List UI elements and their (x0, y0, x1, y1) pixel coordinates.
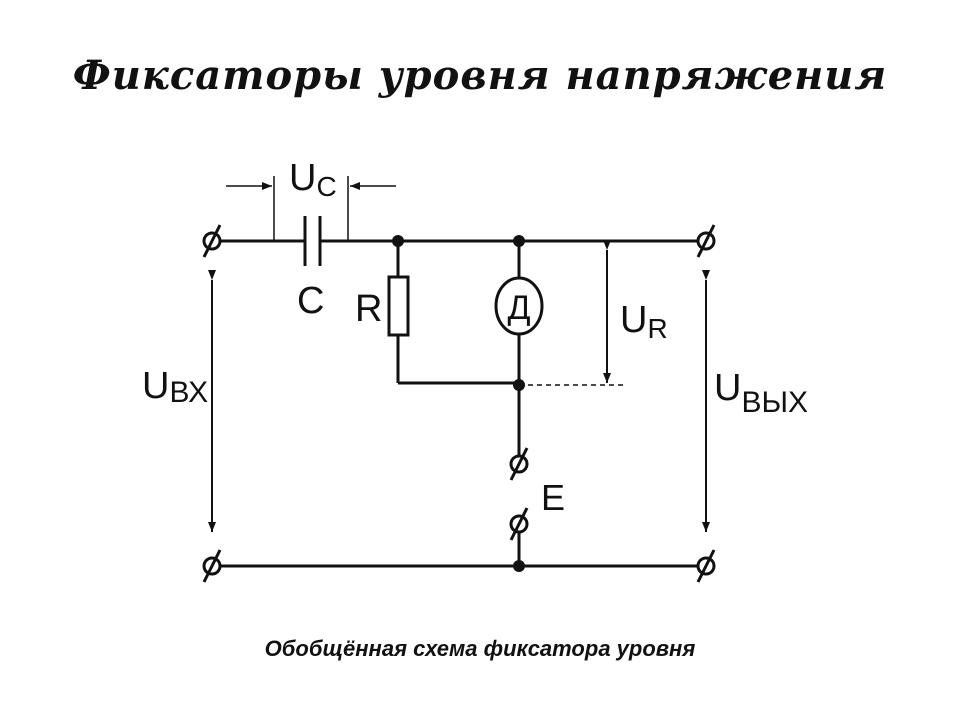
capacitor (303, 216, 322, 266)
resistor-branch (387, 241, 519, 385)
junction-dot-diode-bottom (513, 379, 525, 391)
junction-dot-ground (513, 560, 525, 572)
terminal-source-bottom (509, 507, 529, 541)
junction-dot-resistor (392, 235, 404, 247)
terminal-output-bottom (696, 549, 716, 583)
diode-branch (494, 241, 544, 458)
uc-dimension (226, 176, 396, 241)
terminal-input-bottom (202, 549, 222, 583)
diode-label: Д (507, 289, 530, 327)
terminal-source-top (509, 447, 529, 481)
page-title: Фиксаторы уровня напряжения (72, 52, 888, 99)
terminal-output-top (696, 224, 716, 258)
ur-label: UR (620, 299, 668, 344)
resistor (387, 275, 410, 337)
uout-label: UВЫХ (714, 367, 808, 419)
junction-dot-diode-top (513, 235, 525, 247)
capacitor-label: C (297, 280, 324, 322)
source-label: E (541, 477, 565, 518)
uin-label: UВХ (142, 365, 208, 409)
resistor-label: R (355, 288, 382, 330)
terminal-input-top (202, 224, 222, 258)
diagram-caption: Обобщённая схема фиксатора уровня (264, 636, 696, 661)
uc-label: UC (289, 157, 337, 202)
